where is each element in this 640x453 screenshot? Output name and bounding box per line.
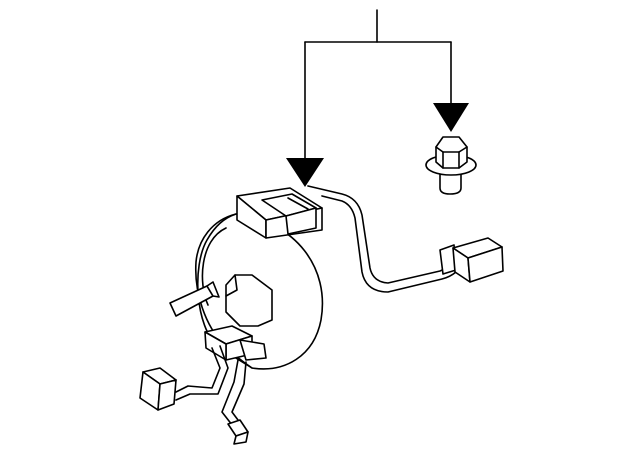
clock-spring-assembly (139, 185, 504, 445)
mounting-bolt (425, 136, 477, 195)
callout-leader-lines (304, 9, 452, 161)
arrow-to-clock-spring-icon (286, 158, 324, 187)
arrow-to-bolt-icon (433, 103, 469, 132)
